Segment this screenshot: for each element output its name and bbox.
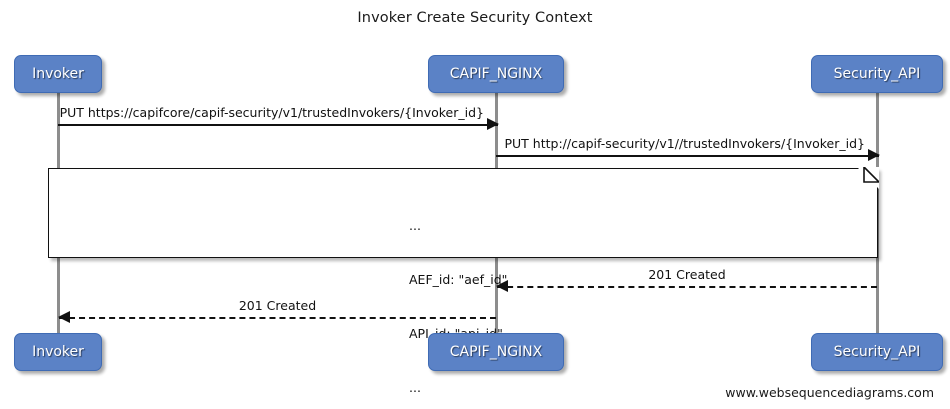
arrowhead-right-icon bbox=[487, 118, 499, 130]
participant-label: Invoker bbox=[32, 344, 84, 360]
message-line bbox=[496, 155, 879, 157]
participant-label: Invoker bbox=[32, 66, 84, 82]
note-content: ... AEF_id: "aef_id" API_id: "api_id" ..… bbox=[409, 181, 507, 409]
message-label: 201 Created bbox=[238, 298, 317, 313]
participant-label: CAPIF_NGINX bbox=[449, 66, 543, 82]
message-label: PUT https://capifcore/capif-security/v1/… bbox=[59, 105, 484, 120]
participant-security-api-top[interactable]: Security_API bbox=[811, 55, 943, 93]
arrowhead-right-icon bbox=[868, 149, 880, 161]
arrowhead-left-icon bbox=[496, 280, 508, 292]
page-title: Invoker Create Security Context bbox=[357, 10, 593, 26]
participant-security-api-bottom[interactable]: Security_API bbox=[811, 333, 943, 371]
note-request-body: ... AEF_id: "aef_id" API_id: "api_id" ..… bbox=[48, 167, 879, 395]
message-label: PUT http://capif-security/v1//trustedInv… bbox=[504, 136, 866, 151]
footer-watermark: www.websequencediagrams.com bbox=[725, 385, 934, 400]
message-label: 201 Created bbox=[648, 267, 726, 282]
participant-label: CAPIF_NGINX bbox=[449, 344, 543, 360]
message-line bbox=[497, 286, 877, 288]
participant-invoker-top[interactable]: Invoker bbox=[14, 55, 102, 93]
participant-label: Security_API bbox=[833, 344, 921, 360]
participant-capif-nginx-bottom[interactable]: CAPIF_NGINX bbox=[428, 333, 564, 371]
participant-invoker-bottom[interactable]: Invoker bbox=[14, 333, 102, 371]
note-line-2: AEF_id: "aef_id" bbox=[409, 272, 508, 287]
message-line bbox=[59, 317, 496, 319]
note-line-4: ... bbox=[409, 380, 421, 395]
message-line bbox=[58, 124, 498, 126]
note-fold-icon bbox=[857, 167, 879, 189]
participant-capif-nginx-top[interactable]: CAPIF_NGINX bbox=[428, 55, 564, 93]
participant-label: Security_API bbox=[833, 66, 921, 82]
note-line-1: ... bbox=[409, 218, 421, 233]
arrowhead-left-icon bbox=[58, 311, 70, 323]
